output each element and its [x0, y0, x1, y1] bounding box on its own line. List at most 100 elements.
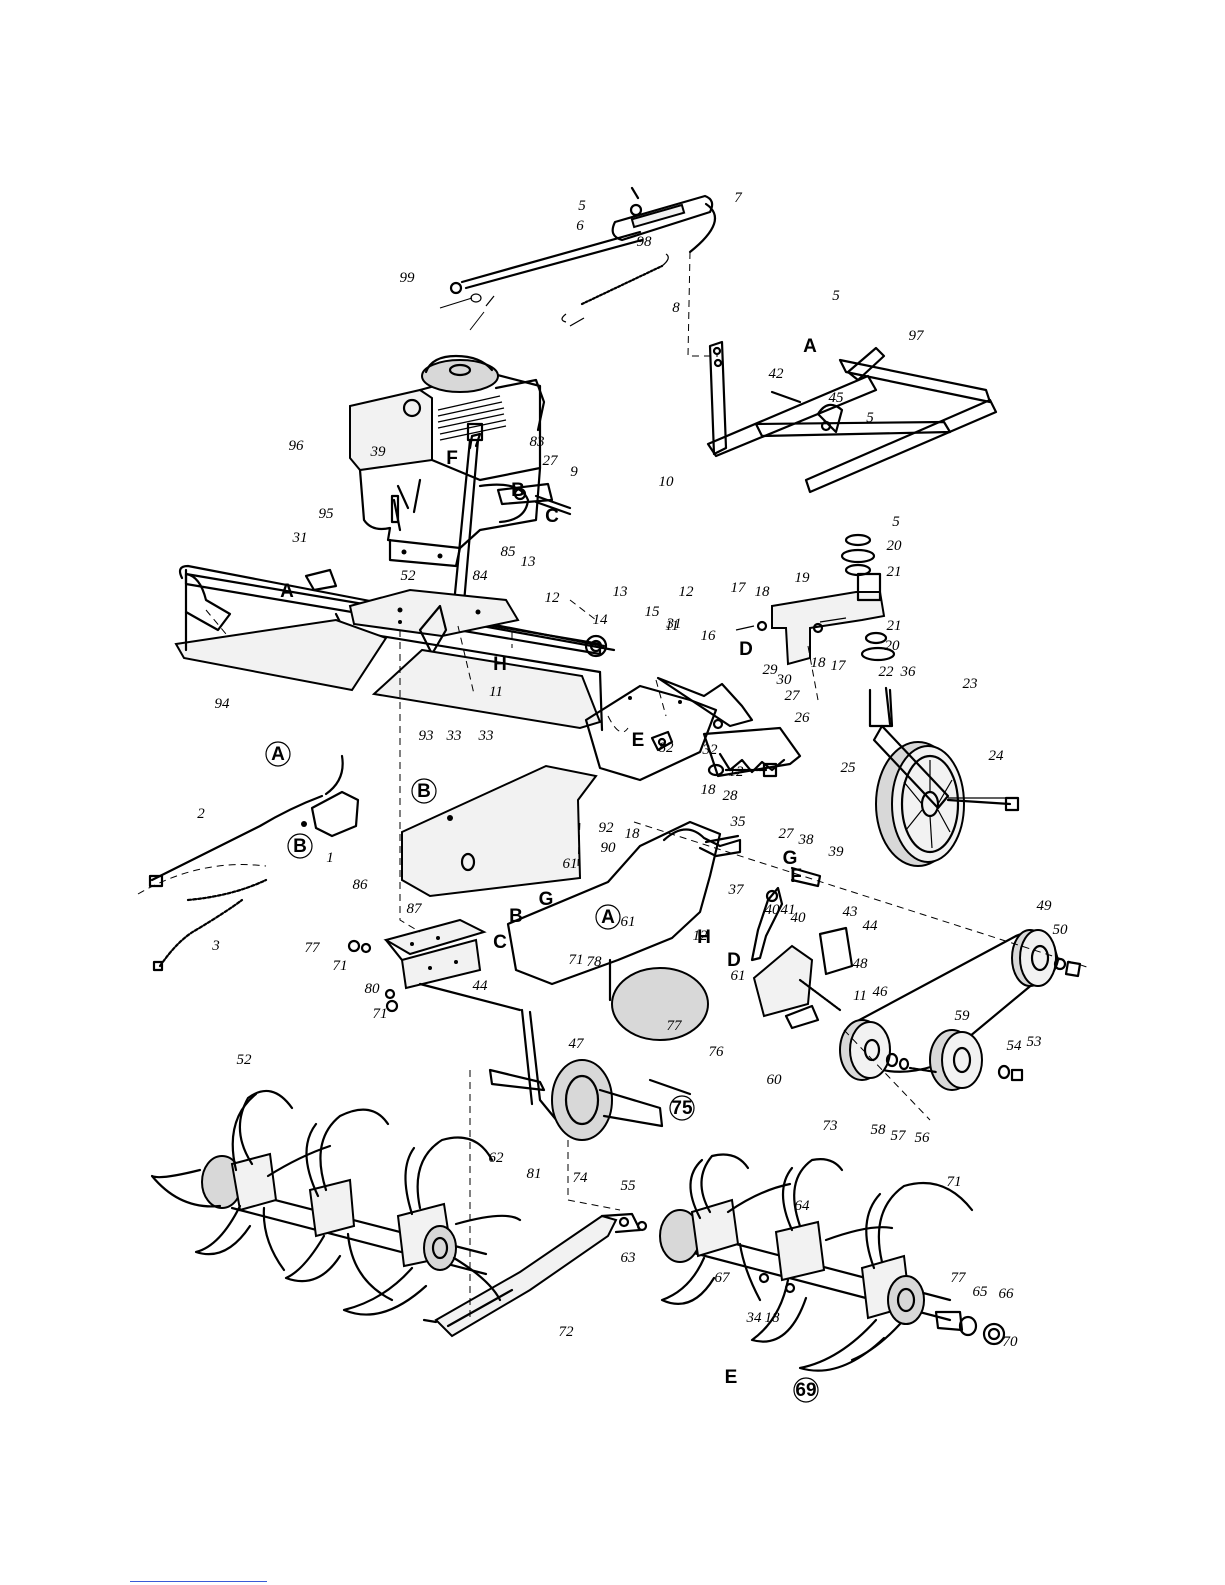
callout-label: 60 — [767, 1072, 783, 1088]
callout-label: 97 — [909, 328, 926, 344]
callout-label: 94 — [215, 696, 231, 712]
callout-17: 17 — [731, 580, 748, 596]
callout-label: G — [783, 848, 798, 869]
tines-right — [659, 1153, 1006, 1372]
callout-label: 61 — [621, 914, 636, 930]
callout-40: 40 — [791, 910, 807, 926]
callout-23: 23 — [963, 676, 978, 692]
callout-63: 63 — [621, 1250, 636, 1266]
callout-label: 11 — [853, 988, 867, 1004]
callout-label: 98 — [637, 234, 653, 250]
callout-label: 69 — [795, 1380, 816, 1401]
callout-13: 13 — [521, 554, 536, 570]
callout-label: 8 — [672, 300, 680, 316]
callout-82: 82 — [659, 740, 675, 756]
callout-label: 15 — [645, 604, 661, 620]
callout-label: D — [727, 950, 741, 971]
callout-46: 46 — [873, 984, 889, 1000]
callout-circle — [411, 778, 437, 804]
callout-55: 55 — [621, 1178, 637, 1194]
callout-20: 20 — [887, 538, 903, 554]
callout-label: 44 — [863, 918, 879, 934]
callout-label: 42 — [769, 366, 785, 382]
callout-64: 64 — [795, 1198, 811, 1214]
callout-99: 99 — [400, 270, 416, 286]
callout-label: 77 — [305, 940, 322, 956]
callout-label: 71 — [373, 1006, 388, 1022]
callout-label: 18 — [811, 655, 827, 671]
callout-86: 86 — [353, 877, 369, 893]
callout-label: 62 — [489, 1150, 505, 1166]
callout-label: 53 — [1027, 1034, 1042, 1050]
callout-43: 43 — [843, 904, 858, 920]
callout-label: 66 — [999, 1286, 1015, 1302]
callout-87: 87 — [407, 901, 424, 917]
callout-5: 5 — [866, 410, 874, 426]
callout-label: 31 — [666, 616, 682, 632]
callout-27: 27 — [785, 688, 802, 704]
callout-15: 15 — [645, 604, 661, 620]
depth-stake-34 — [422, 1212, 648, 1338]
callout-12: 12 — [693, 928, 709, 944]
pulley-58 — [839, 1019, 1024, 1082]
callout-label: 1 — [326, 850, 334, 866]
callout-44: 44 — [473, 978, 489, 994]
callout-66: 66 — [999, 1286, 1015, 1302]
callout-label: 5 — [866, 410, 874, 426]
bracket-31 — [304, 568, 338, 592]
callout-label: 81 — [527, 1166, 542, 1182]
callout-39: 39 — [370, 444, 387, 460]
callout-98: 98 — [637, 234, 653, 250]
callout-label: E — [725, 1367, 738, 1388]
callout-label: A — [803, 336, 817, 357]
callout-60: 60 — [767, 1072, 783, 1088]
callout-label: H — [493, 654, 507, 675]
callout-label: B — [417, 781, 431, 802]
callout-label: 27 — [785, 688, 802, 704]
callout-7: 7 — [734, 190, 743, 206]
side-plate-hitch — [584, 684, 718, 782]
callout-53: 53 — [1027, 1034, 1042, 1050]
callout-label: 77 — [667, 1018, 684, 1034]
mount-bracket-87 — [347, 918, 522, 1013]
callout-12: 12 — [729, 764, 745, 780]
callout-21: 21 — [887, 564, 902, 580]
callout-73: 73 — [823, 1118, 838, 1134]
callout-b: B — [287, 833, 313, 859]
callout-77: 77 — [667, 1018, 684, 1034]
return-spring-8 — [561, 253, 669, 327]
chain-case-80 — [488, 819, 722, 1141]
callout-label: 13 — [613, 584, 628, 600]
callout-71: 71 — [569, 952, 584, 968]
callout-label: D — [739, 639, 753, 660]
callout-label: 11 — [489, 684, 503, 700]
callout-5: 5 — [832, 288, 840, 304]
callout-24: 24 — [989, 748, 1005, 764]
callout-71: 71 — [373, 1006, 388, 1022]
callout-56: 56 — [915, 1130, 931, 1146]
callout-67: 67 — [715, 1270, 732, 1286]
callout-label: 44 — [473, 978, 489, 994]
callout-96: 96 — [289, 438, 305, 454]
callout-label: B — [511, 480, 525, 501]
callout-label: 39 — [370, 444, 387, 460]
callout-label: 18 — [755, 584, 771, 600]
callout-label: 30 — [776, 672, 793, 688]
callout-c: C — [493, 932, 507, 953]
gauge-wheel-bracket-19 — [771, 533, 896, 728]
callout-a: A — [595, 904, 621, 930]
callout-12: 12 — [679, 584, 695, 600]
callout-77: 77 — [951, 1270, 968, 1286]
callout-30: 30 — [776, 672, 793, 688]
callout-label: 71 — [569, 952, 584, 968]
callout-label: 32 — [702, 742, 719, 758]
callout-25: 25 — [841, 760, 857, 776]
callout-18: 18 — [625, 826, 641, 842]
callout-label: 10 — [659, 474, 675, 490]
callout-circle — [265, 741, 291, 767]
callout-52: 52 — [401, 568, 417, 584]
callout-label: 6 — [576, 218, 584, 234]
callout-1: 1 — [326, 850, 334, 866]
callout-11: 11 — [489, 684, 503, 700]
callout-label: 22 — [879, 664, 895, 680]
